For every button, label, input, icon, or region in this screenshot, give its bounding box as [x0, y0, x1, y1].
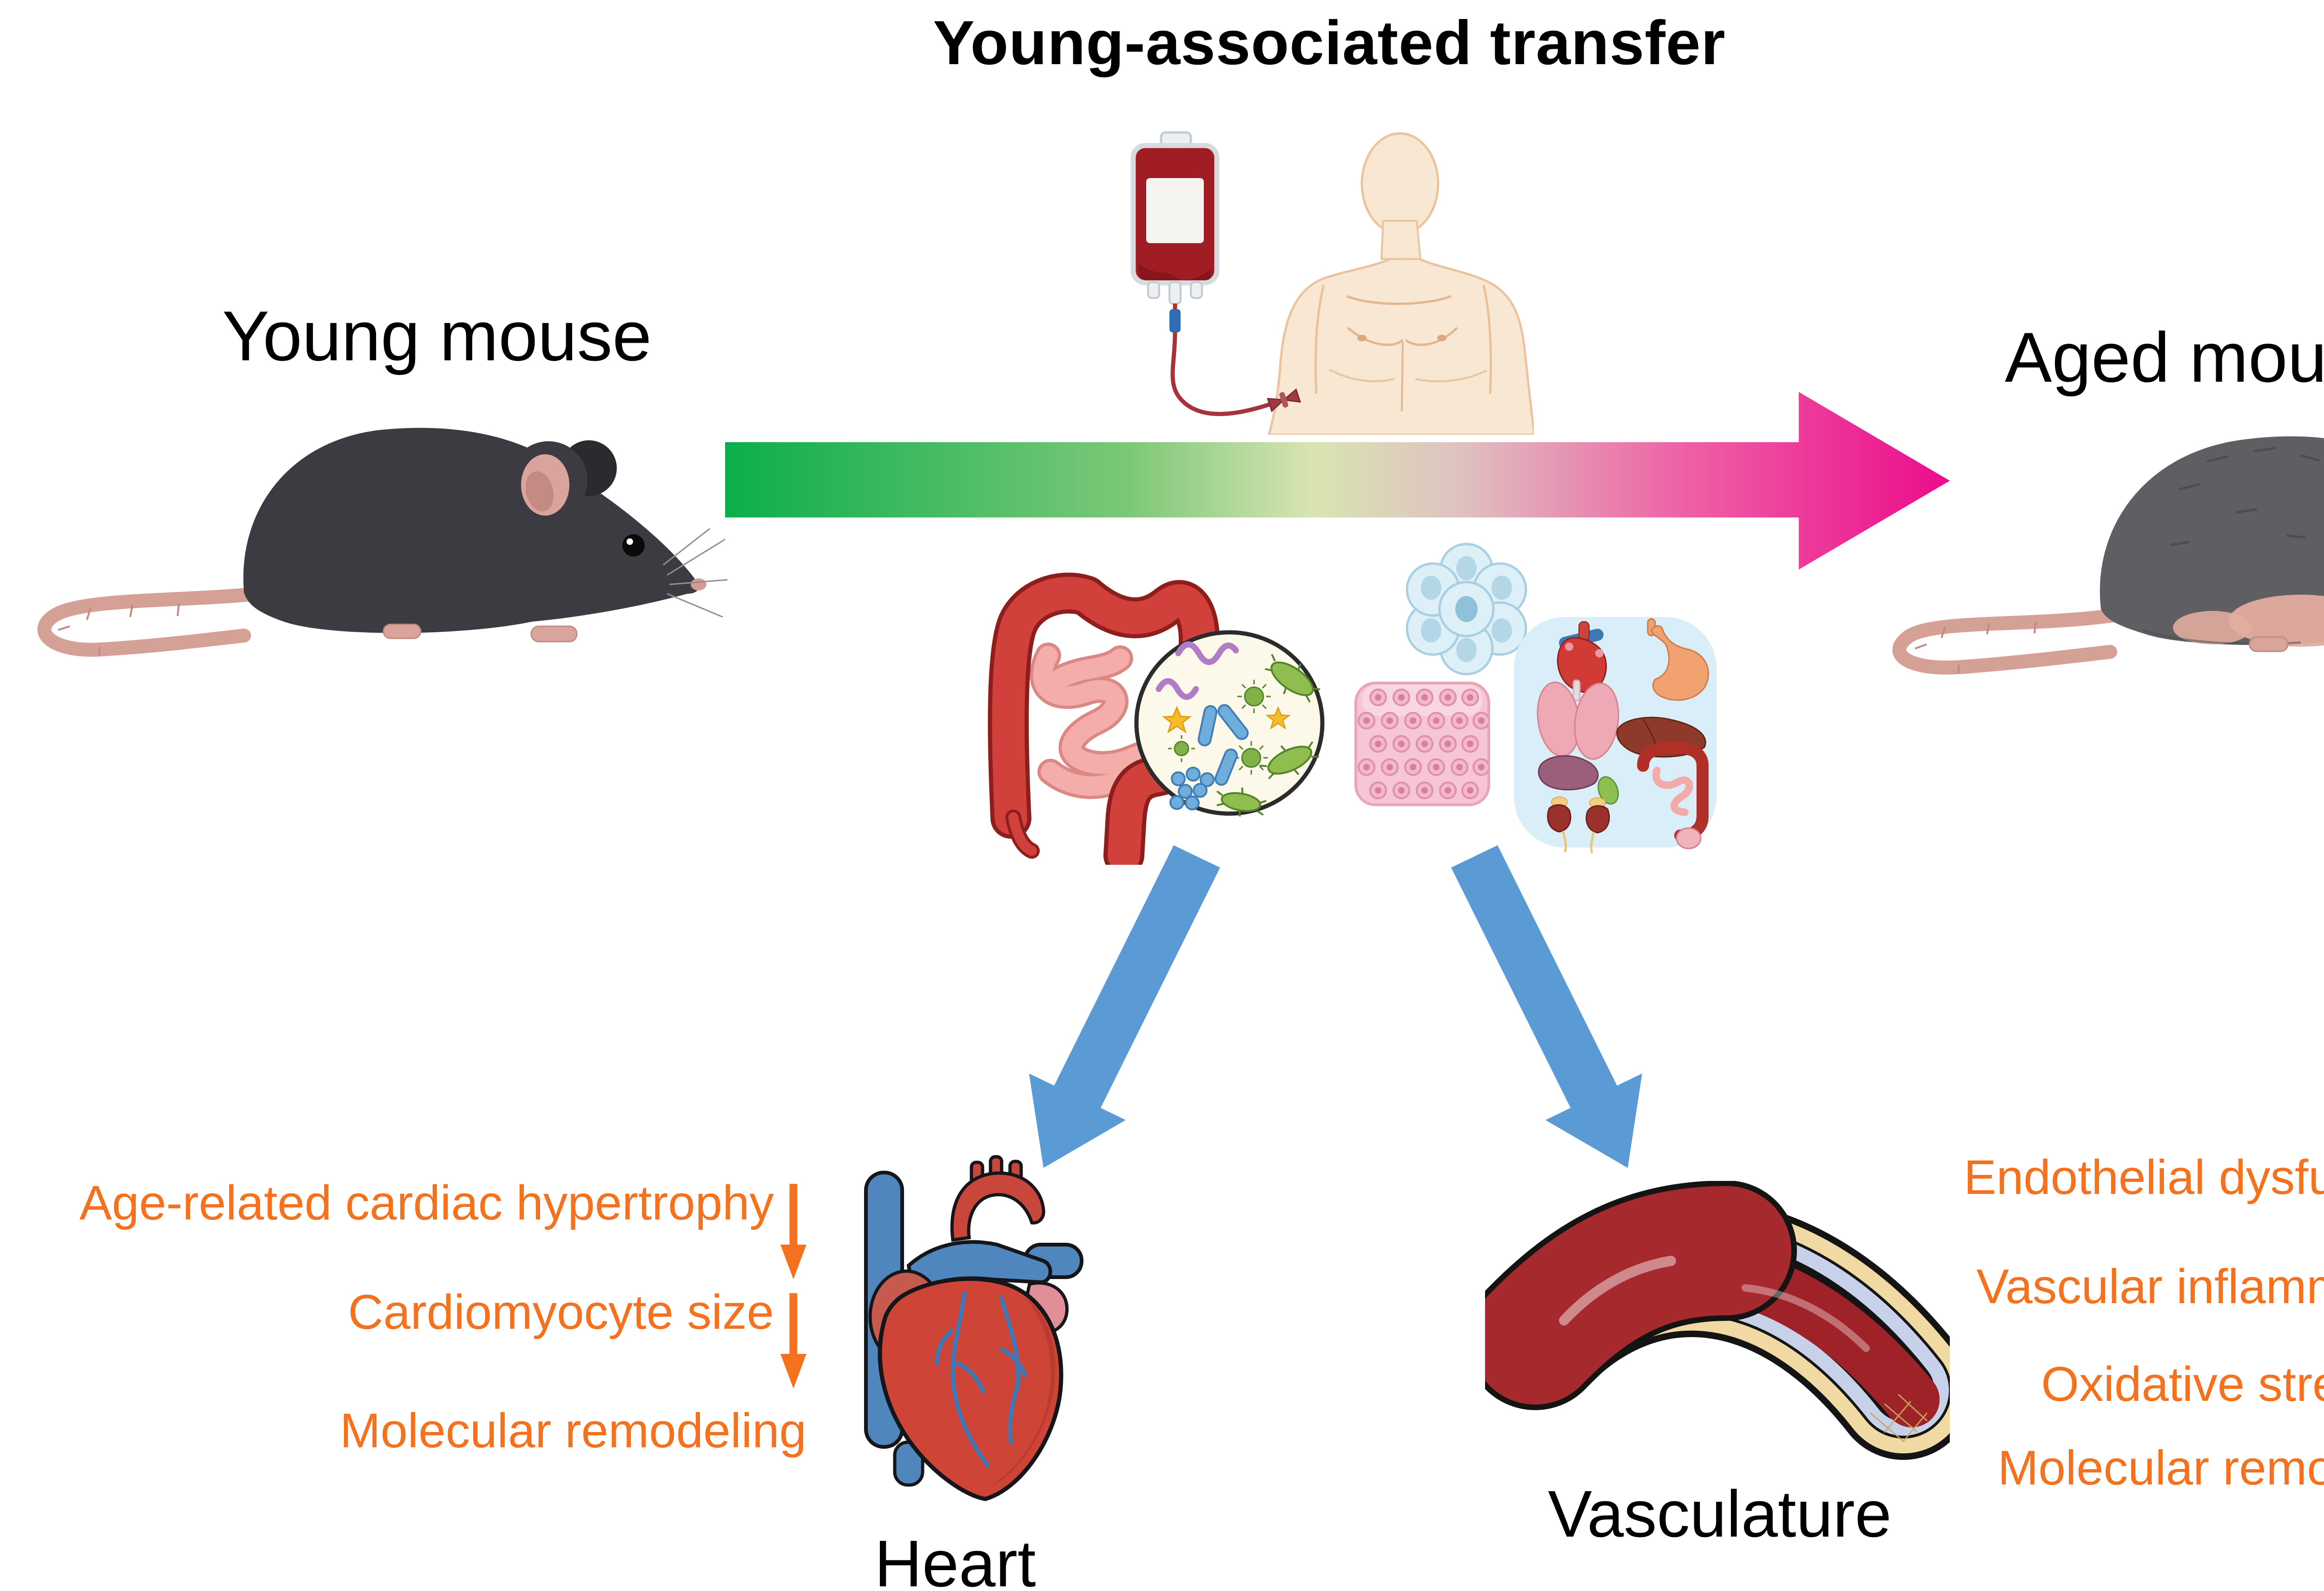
aged-mouse-label: Aged mouse	[2005, 318, 2324, 397]
mini-intestine-icon	[1637, 742, 1709, 842]
vasculature-effect-3: Oxidative stress	[1906, 1357, 2324, 1462]
vasculature-effect-4: Molecular remodeling	[1906, 1440, 2324, 1496]
spleen-icon	[1538, 755, 1599, 790]
figure-title: Young-associated transfer	[933, 8, 1726, 78]
heart-effect-3: Molecular remodeling	[0, 1403, 806, 1459]
tissue-block-icon	[1354, 682, 1490, 806]
heart-effect-2: Cardiomyocyte size	[0, 1285, 806, 1390]
young-mouse-icon	[37, 428, 727, 657]
mini-heart-icon	[1557, 621, 1607, 693]
bladder-icon	[1676, 827, 1702, 849]
vessel-icon	[1485, 1181, 1950, 1460]
down-arrow-icon	[780, 1293, 806, 1389]
vasculature-effect-2: Vascular inflammation	[1906, 1259, 2324, 1364]
effect-text: Age-related cardiac hypertrophy	[79, 1176, 774, 1230]
young-mouse-label: Young mouse	[222, 297, 652, 376]
aged-mouse-icon	[1892, 436, 2324, 675]
gallbladder-icon	[1598, 776, 1619, 805]
arrow-to-heart	[1029, 845, 1220, 1168]
human-torso	[1268, 132, 1534, 435]
stomach-icon	[1647, 618, 1710, 701]
blood-bag-icon	[1130, 131, 1301, 416]
heart-label: Heart	[874, 1527, 1036, 1591]
down-arrow-icon	[780, 1184, 806, 1279]
effect-text: Molecular remodeling	[340, 1404, 806, 1458]
kidneys-icon	[1547, 796, 1610, 854]
vasculature-label: Vasculature	[1548, 1477, 1892, 1551]
vasculature-effect-1: Endothelial dysfunction	[1906, 1150, 2324, 1255]
blood-transfusion-icon	[1130, 131, 1534, 435]
arrow-to-vasculature	[1451, 845, 1642, 1168]
cell-cluster-icon	[1406, 543, 1527, 676]
heart-icon	[864, 1155, 1083, 1501]
effect-text: Endothelial dysfunction	[1964, 1150, 2324, 1205]
effect-text: Cardiomyocyte size	[348, 1285, 774, 1339]
gut-microbiome-icon	[988, 572, 1325, 865]
transfer-gradient-arrow	[725, 392, 1950, 570]
heart-effect-1: Age-related cardiac hypertrophy	[0, 1175, 806, 1280]
organ-collection-icon	[1514, 617, 1717, 854]
effect-text: Oxidative stress	[2041, 1357, 2324, 1412]
effect-text: Molecular remodeling	[1998, 1441, 2324, 1495]
effect-text: Vascular inflammation	[1976, 1260, 2324, 1314]
